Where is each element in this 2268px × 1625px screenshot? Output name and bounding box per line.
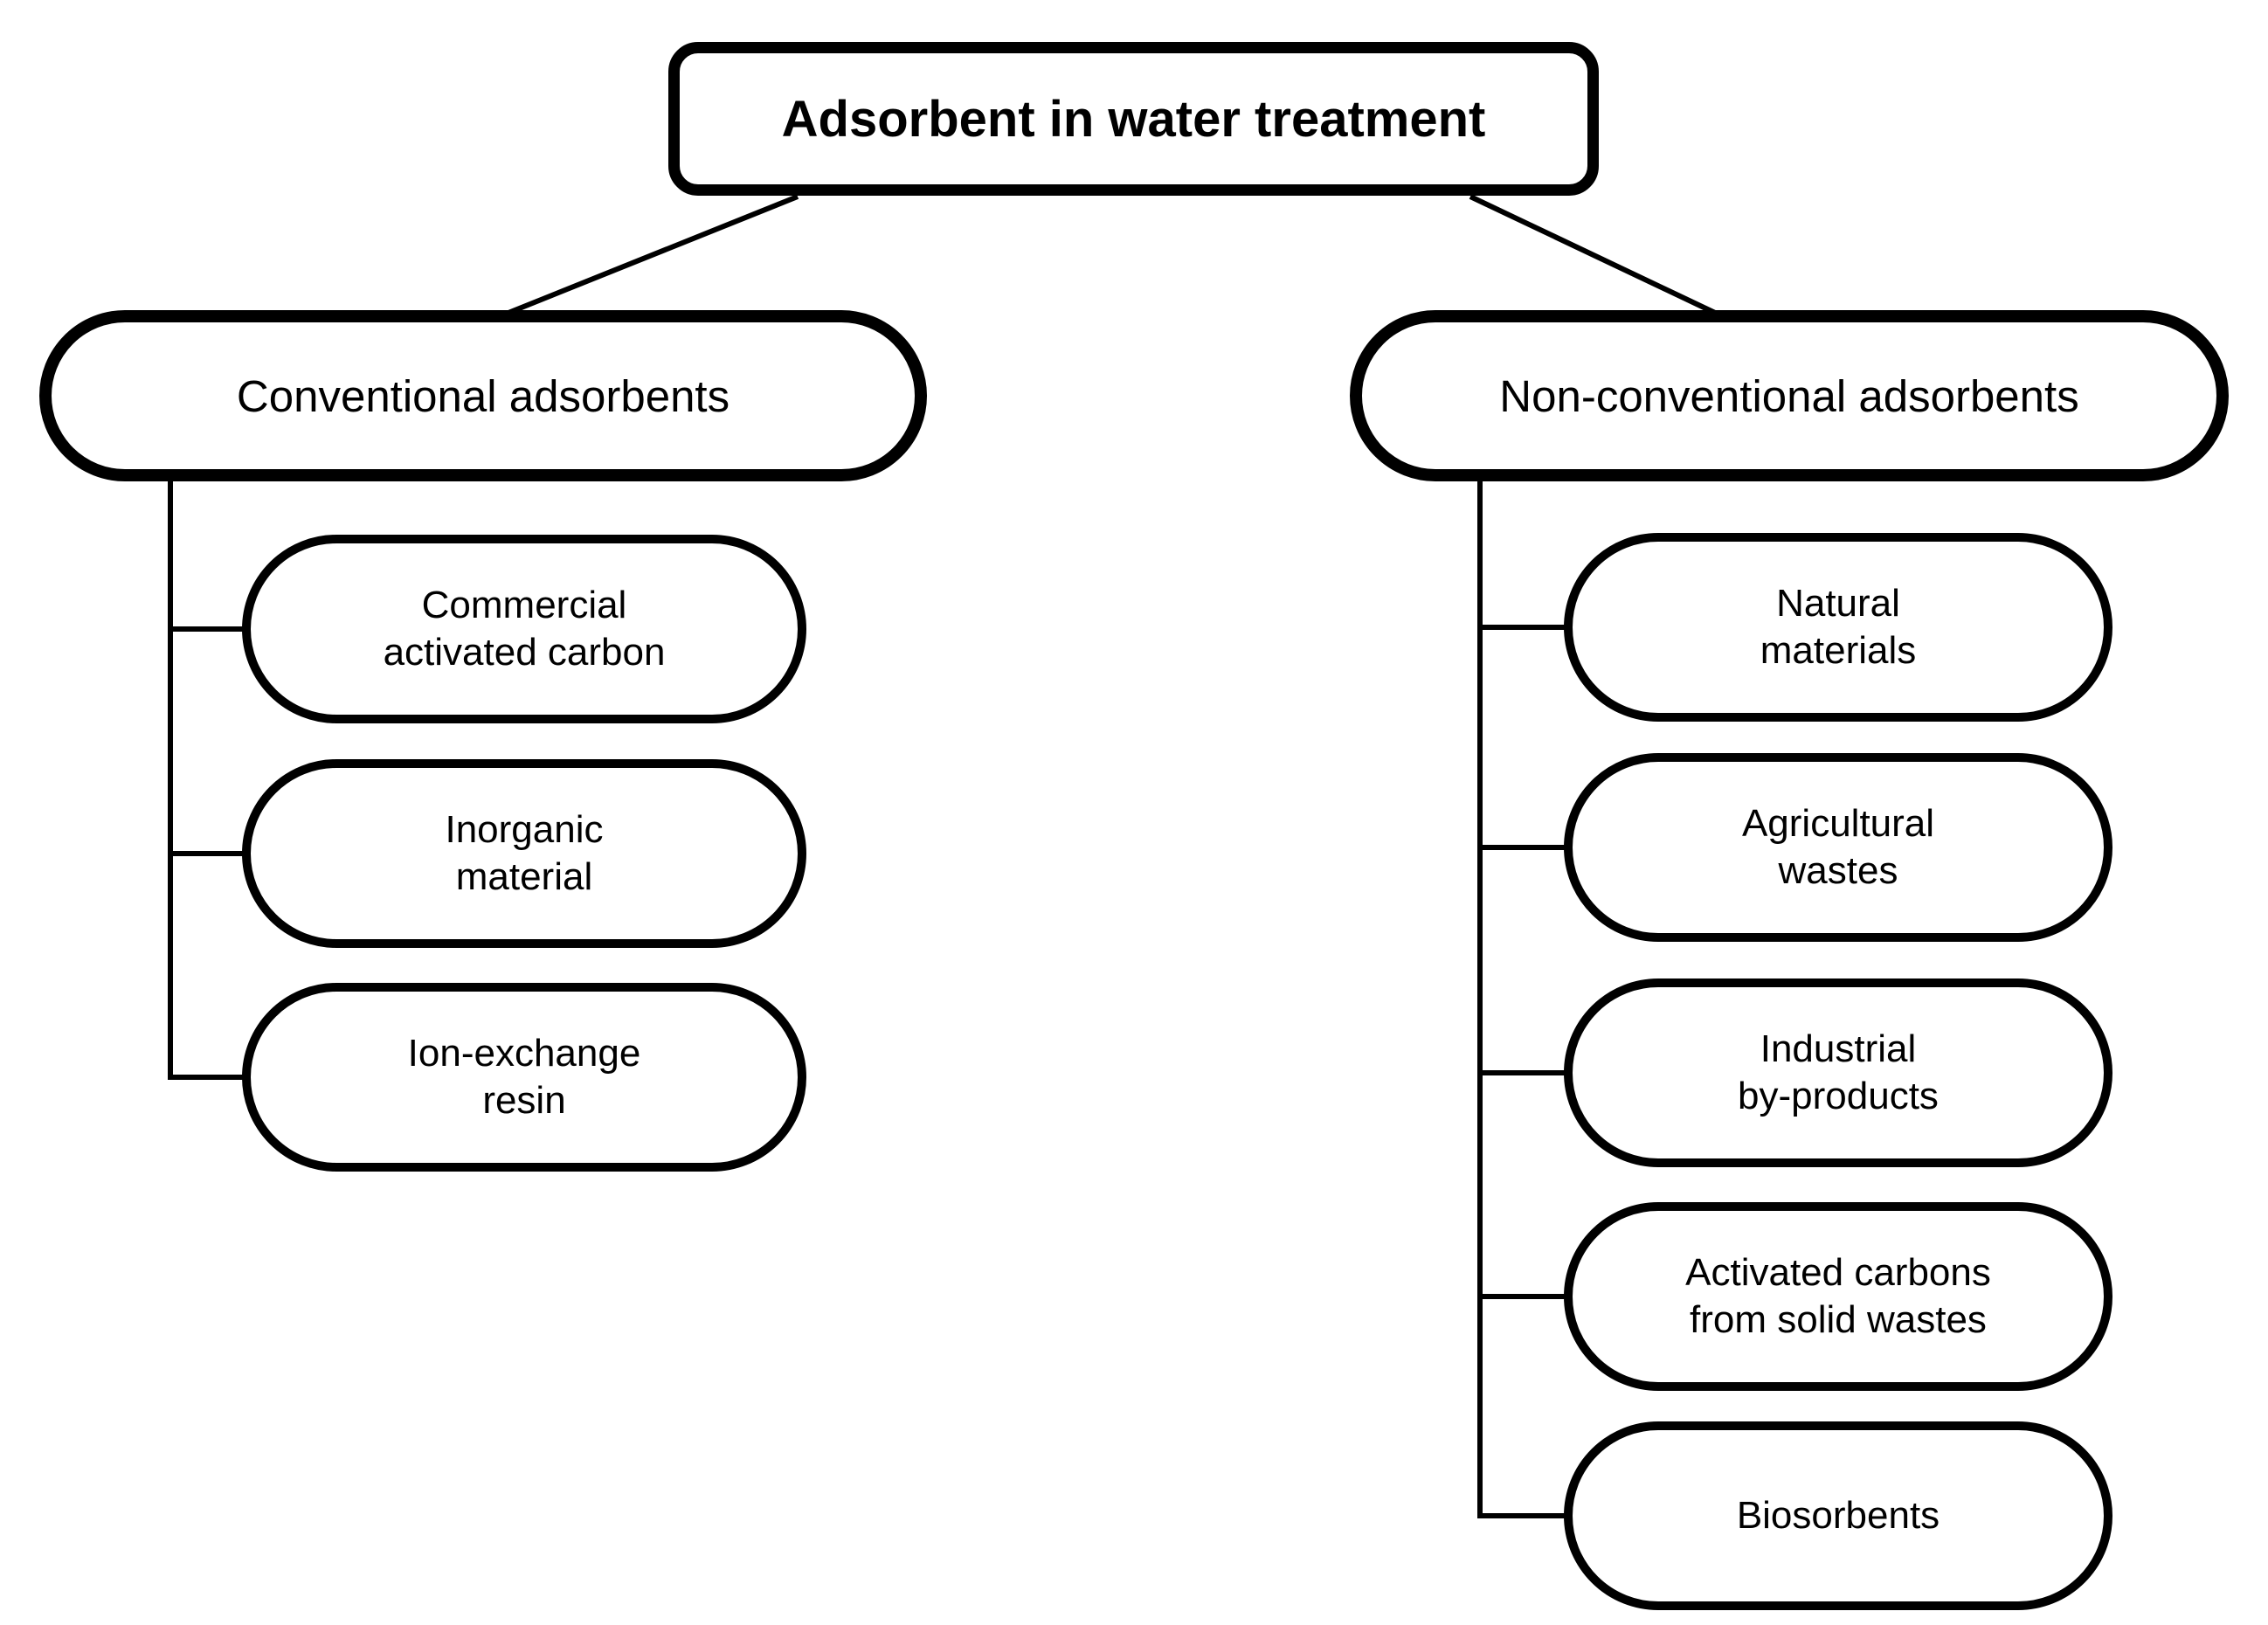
branch-label: Non-conventional adsorbents xyxy=(1499,370,2079,421)
connector-right-trunk xyxy=(1477,479,1568,1518)
leaf-label: Agricultural wastes xyxy=(1741,802,1935,892)
leaf-label: Activated carbons from solid wastes xyxy=(1685,1251,1991,1341)
leaf-biosorbents: Biosorbents xyxy=(1564,1421,2112,1610)
connector-title-to-conventional xyxy=(507,194,799,315)
leaf-ion-exchange-resin: Ion-exchange resin xyxy=(242,983,806,1172)
connector-left-trunk xyxy=(168,479,246,1080)
leaf-label: Commercial activated carbon xyxy=(383,584,666,674)
leaf-natural-materials: Natural materials xyxy=(1564,533,2112,722)
leaf-label: Industrial by-products xyxy=(1738,1027,1939,1117)
leaf-industrial-by-products: Industrial by-products xyxy=(1564,978,2112,1167)
leaf-label: Inorganic material xyxy=(445,808,604,898)
leaf-agricultural-wastes: Agricultural wastes xyxy=(1564,753,2112,942)
leaf-commercial-activated-carbon: Commercial activated carbon xyxy=(242,535,806,723)
branch-label: Conventional adsorbents xyxy=(236,370,730,421)
branch-non-conventional-adsorbents: Non-conventional adsorbents xyxy=(1350,310,2229,481)
leaf-label: Biosorbents xyxy=(1736,1494,1940,1538)
leaf-label: Natural materials xyxy=(1760,582,1917,672)
branch-conventional-adsorbents: Conventional adsorbents xyxy=(39,310,927,481)
root-node-title: Adsorbent in water treatment xyxy=(668,42,1599,196)
leaf-label: Ion-exchange resin xyxy=(407,1032,641,1122)
root-node-label: Adsorbent in water treatment xyxy=(781,90,1486,148)
leaf-inorganic-material: Inorganic material xyxy=(242,759,806,948)
connector-title-to-non-conventional xyxy=(1469,194,1717,315)
leaf-activated-carbons-from-solid-wastes: Activated carbons from solid wastes xyxy=(1564,1202,2112,1391)
